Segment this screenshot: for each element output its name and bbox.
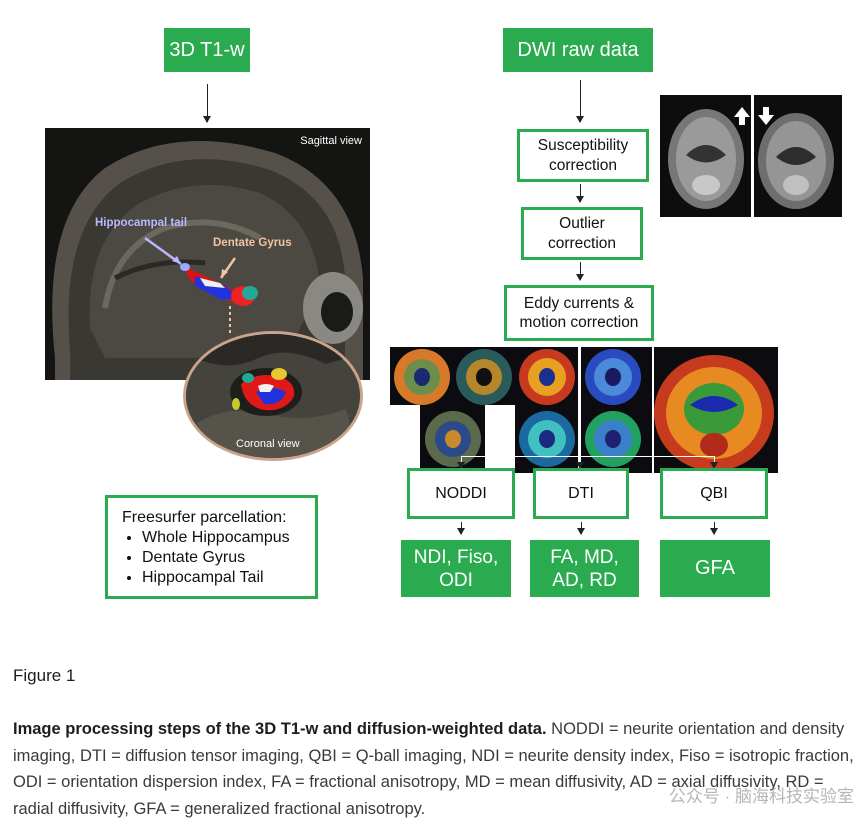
connector-center-line [580, 347, 581, 457]
coronal-svg [186, 334, 360, 458]
freesurfer-item: Hippocampal Tail [142, 568, 290, 588]
freesurfer-box: Freesurfer parcellation: Whole Hippocamp… [105, 495, 318, 599]
qbi-label: QBI [700, 484, 728, 502]
coronal-view-label: Coronal view [236, 438, 300, 450]
freesurfer-item: Whole Hippocampus [142, 528, 290, 548]
dti-box: DTI [533, 468, 629, 519]
freesurfer-title: Freesurfer parcellation: [122, 509, 287, 526]
sagittal-svg [45, 128, 370, 380]
arrow-to-noddi [457, 456, 465, 469]
caption-text: NODDI = neurite orientation and density … [13, 720, 854, 818]
dti-output-label: FA, MD, AD, RD [550, 546, 619, 591]
figure-caption: Image processing steps of the 3D T1-w an… [13, 716, 858, 822]
dwi-label: DWI raw data [517, 38, 639, 61]
arrow-up-icon [734, 107, 750, 125]
qbi-output-label: GFA [694, 557, 735, 579]
outlier-label: Outlier correction [547, 215, 617, 252]
susceptibility-label: Susceptibility correction [537, 137, 629, 174]
dwi-box: DWI raw data [503, 28, 653, 72]
noddi-output-label: NDI, Fiso, ODI [413, 546, 499, 591]
parametric-maps-image [390, 347, 778, 473]
freesurfer-item: Dentate Gyrus [142, 548, 290, 568]
sagittal-view-label: Sagittal view [300, 135, 362, 147]
arrow-to-qbi [710, 456, 718, 469]
arrow-suscept-down [576, 184, 584, 203]
dti-output-box: FA, MD, AD, RD [530, 540, 639, 597]
figure-label: Figure 1 [13, 666, 76, 685]
dwi-axial-images [660, 95, 842, 217]
susceptibility-correction-box: Susceptibility correction [517, 129, 649, 182]
freesurfer-list: Whole Hippocampus Dentate Gyrus Hippocam… [122, 528, 290, 588]
parametric-maps-svg [390, 347, 778, 473]
watermark: 公众号 · 脑海科技实验室 [668, 787, 854, 806]
arrow-qbi-out [710, 522, 718, 535]
arrow-outlier-down [576, 262, 584, 281]
t1w-box: 3D T1-w [164, 28, 250, 72]
arrow-dwi-down [576, 80, 584, 123]
outlier-correction-box: Outlier correction [521, 207, 643, 260]
arrow-t1w-down [203, 84, 211, 123]
noddi-label: NODDI [435, 484, 487, 502]
sagittal-mri-image: Sagittal view Hippocampal tail Dentate G… [45, 128, 370, 380]
eddy-label: Eddy currents & motion correction [519, 294, 639, 331]
t1w-label: 3D T1-w [169, 38, 245, 61]
arrow-dti-out [577, 522, 585, 535]
arrow-to-dti [576, 456, 584, 469]
arrow-noddi-out [457, 522, 465, 535]
eddy-correction-box: Eddy currents & motion correction [504, 285, 654, 341]
noddi-output-box: NDI, Fiso, ODI [401, 540, 511, 597]
caption-bold: Image processing steps of the 3D T1-w an… [13, 720, 547, 738]
hippocampal-tail-label: Hippocampal tail [95, 217, 188, 229]
qbi-box: QBI [660, 468, 768, 519]
arrow-down-icon [758, 107, 774, 125]
coronal-zoom-circle: Coronal view [183, 331, 363, 461]
qbi-output-box: GFA [660, 540, 770, 597]
dti-label: DTI [568, 484, 594, 502]
dwi-axial-svg [660, 95, 842, 217]
dentate-gyrus-label: Dentate Gyrus [213, 237, 292, 249]
noddi-box: NODDI [407, 468, 515, 519]
connector-bar [461, 456, 715, 457]
